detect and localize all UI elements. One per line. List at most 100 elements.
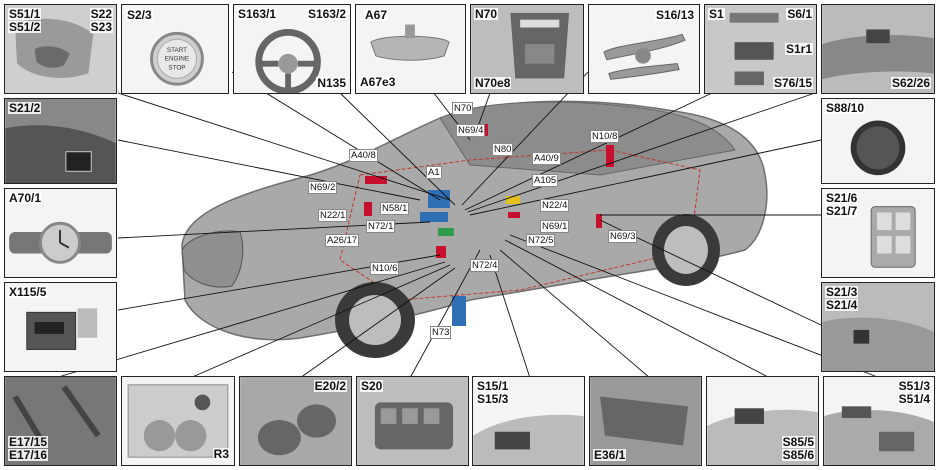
module-n69-3	[596, 214, 602, 228]
module-n22-1	[364, 202, 372, 216]
panel-controller-knob: S88/10	[821, 98, 935, 184]
label-a67: A67	[364, 8, 389, 22]
callout-n58-1: N58/1	[380, 202, 410, 215]
label-s51-1: S51/1	[8, 7, 42, 21]
label-e20-2: E20/2	[313, 379, 347, 393]
panel-labels-middle: S1r1	[784, 42, 813, 56]
module-a105	[506, 196, 520, 204]
panel-trunk-switch: S62/26	[821, 4, 935, 94]
label-s21-3: S21/3	[825, 285, 859, 299]
start-text: START	[167, 47, 187, 54]
callout-n22-4: N22/4	[540, 199, 570, 212]
panel-labels: E17/15 E17/16	[8, 436, 49, 462]
window-switch-block-image	[870, 206, 916, 268]
label-s76-15: S76/15	[772, 76, 813, 90]
label-s51-3: S51/3	[897, 379, 931, 393]
leader-lines	[54, 69, 881, 379]
panel-footwell-lamps: E17/15 E17/16	[4, 376, 117, 466]
panel-analog-clock: A70/1	[4, 188, 117, 278]
panel-overhead-control: N70 N70e8	[470, 4, 584, 94]
panel-start-stop-button: START ENGINE STOP S2/3	[121, 4, 229, 94]
label-s1r1: S1r1	[784, 42, 813, 56]
label-s21-4: S21/4	[825, 298, 859, 312]
rear-wheel-rim	[664, 226, 708, 274]
label-s15-1: S15/1	[476, 379, 510, 393]
panel-labels-bottom: N135	[316, 77, 347, 90]
label-s16-13: S16/13	[654, 8, 695, 22]
label-s163-2: S163/2	[306, 7, 347, 21]
label-s1: S1	[708, 7, 725, 21]
panel-labels: E20/2	[313, 379, 347, 393]
panel-labels: S51/3 S51/4	[897, 379, 931, 406]
panel-labels: S20	[360, 380, 384, 393]
callout-n69-3: N69/3	[608, 230, 638, 243]
panel-passenger-seat-switch: S51/3 S51/4	[823, 376, 935, 466]
callout-a40-8: A40/8	[349, 149, 378, 162]
panel-door-switch-driver: S21/2	[4, 98, 117, 184]
panel-labels: S85/5 S85/6	[781, 435, 815, 462]
module-n10-6	[436, 246, 446, 258]
panel-rear-door-panel-switches: S15/1 S15/3	[472, 376, 585, 466]
label-s51-2: S51/2	[8, 20, 42, 34]
label-s21-7: S21/7	[825, 204, 859, 218]
panel-cigar-lighter: R3	[121, 376, 235, 466]
panel-cupholder-lamp: E20/2	[239, 376, 352, 466]
panel-labels-top-left: S1	[708, 8, 725, 21]
callout-n69-4: N69/4	[456, 124, 486, 137]
callout-n22-1: N22/1	[318, 209, 348, 222]
callout-n80: N80	[492, 143, 514, 156]
label-s88-10: S88/10	[825, 101, 866, 115]
callout-n73: N73	[430, 326, 452, 339]
panel-door-window-switch: S85/5 S85/6	[706, 376, 819, 466]
cupholder-lighter-image	[127, 384, 229, 458]
callout-n72-4: N72/4	[470, 259, 500, 272]
callout-n72-5: N72/5	[526, 234, 556, 247]
panel-seat-switches-driver: S51/1 S51/2 S22 S23	[4, 4, 117, 94]
passenger-seat-switch-image	[824, 406, 934, 465]
panel-labels: S15/1 S15/3	[476, 379, 510, 406]
car-roof-glass	[439, 101, 736, 176]
panel-labels-right: S163/2	[306, 7, 347, 21]
label-s21-2: S21/2	[8, 101, 42, 115]
usb-socket-image	[26, 308, 98, 350]
callout-a1: A1	[426, 166, 442, 179]
callout-n69-1: N69/1	[540, 220, 570, 233]
trunk-switch-image	[822, 5, 934, 93]
panel-labels: X115/5	[8, 286, 48, 299]
label-n135: N135	[316, 76, 347, 90]
callout-n10-6: N10/6	[370, 262, 400, 275]
panel-usb-socket: X115/5	[4, 282, 117, 372]
panel-glovebox-lamp: E36/1	[589, 376, 702, 466]
panel-center-console-switches: S20	[356, 376, 469, 466]
label-s85-6: S85/6	[781, 448, 815, 462]
stop-text: STOP	[168, 65, 185, 72]
panel-labels-top-right: S6/1	[786, 8, 813, 21]
panel-window-switch-block: S21/6 S21/7	[821, 188, 935, 278]
callout-a105: A105	[532, 174, 559, 187]
label-s23: S23	[89, 20, 113, 34]
label-r3: R3	[212, 447, 230, 461]
panel-labels-top: N70	[474, 8, 499, 21]
column-switch-image	[603, 33, 686, 80]
panel-steering-wheel: S163/1 S163/2 N135	[233, 4, 351, 94]
panel-labels: S16/13	[654, 8, 695, 22]
start-stop-button-image: START ENGINE STOP	[150, 31, 204, 86]
panel-labels: S2/3	[126, 9, 153, 22]
callout-n72-1: N72/1	[366, 220, 396, 233]
steering-wheel-image	[255, 28, 321, 93]
label-e17-16: E17/16	[8, 448, 49, 462]
module-n69-2	[365, 176, 387, 184]
label-s163-1: S163/1	[237, 7, 278, 21]
panel-rearview-mirror: A67 A67e3	[355, 4, 466, 94]
panel-labels-right: S22 S23	[89, 8, 113, 34]
label-s6-1: S6/1	[786, 7, 813, 21]
panel-labels-bottom: A67e3	[359, 76, 397, 89]
callout-a26-17: A26/17	[325, 234, 360, 247]
module-n73	[452, 296, 466, 326]
panel-labels: R3	[212, 447, 230, 461]
callout-n10-8: N10/8	[590, 130, 620, 143]
engine-text: ENGINE	[165, 56, 189, 63]
label-s85-5: S85/5	[781, 435, 815, 449]
